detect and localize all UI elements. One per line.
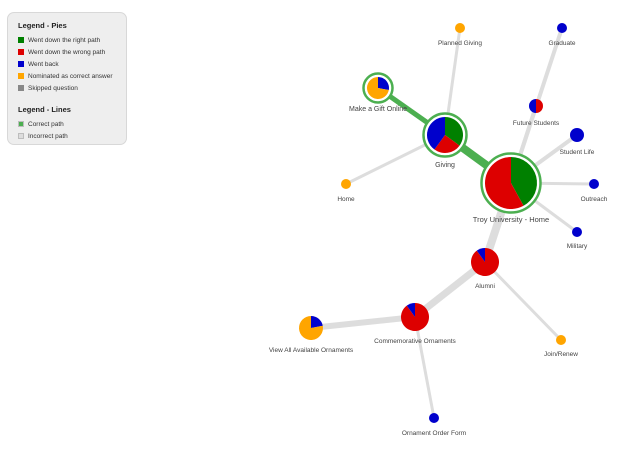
pie-slice-back: [570, 128, 584, 142]
legend-pies-title: Legend - Pies: [18, 21, 67, 30]
link-alumni-to-join: [483, 260, 563, 342]
node-label: Military: [567, 243, 588, 250]
pie-slice-back: [429, 413, 439, 423]
node-alumni[interactable]: Alumni: [471, 248, 500, 290]
node-label: Alumni: [475, 283, 495, 290]
legend-lines-title: Legend - Lines: [18, 105, 71, 114]
pie-slice-back: [589, 179, 599, 189]
link-alumni-to-ornaments: [412, 259, 488, 320]
swatch-nominated: [18, 73, 24, 79]
node-military[interactable]: Military: [567, 227, 588, 250]
pie-slice-right: [511, 157, 537, 206]
legend-item-went-back: Went back: [18, 58, 126, 70]
legend-item-incorrect-path: Incorrect path: [18, 130, 126, 142]
swatch-right-path: [18, 37, 24, 43]
node-label: Make a Gift Online: [349, 106, 407, 113]
legend-label: Went down the wrong path: [28, 48, 106, 56]
link-ornaments-to-viewall: [310, 314, 416, 331]
legend-label: Incorrect path: [28, 132, 68, 140]
pie-slice-back: [529, 99, 536, 113]
swatch-skipped: [18, 85, 24, 91]
node-label: Commemorative Ornaments: [374, 338, 456, 345]
nodes-layer: Troy University - Home Giving Make a Gift …: [269, 23, 608, 437]
node-label: Graduate: [548, 40, 575, 47]
swatch-wrong-path: [18, 49, 24, 55]
node-future[interactable]: Future Students: [513, 99, 560, 127]
pie-slice-nominated: [298, 316, 323, 340]
pie-slice-wrong: [536, 99, 543, 113]
node-giving[interactable]: Giving: [422, 112, 468, 170]
pie-slice-wrong: [484, 157, 524, 210]
pie-slice-back: [311, 316, 323, 328]
legend-item-correct-path: Correct path: [18, 118, 126, 130]
node-label: Troy University - Home: [473, 215, 549, 224]
node-student[interactable]: Student Life: [560, 128, 595, 156]
legend-item-nominated: Nominated as correct answer: [18, 70, 126, 82]
swatch-correct-line: [18, 121, 24, 127]
node-label: Giving: [435, 162, 455, 169]
pie-slice-nominated: [341, 179, 351, 189]
legend-label: Went back: [28, 60, 59, 68]
legend-panel: Legend - Pies Went down the right path W…: [7, 12, 127, 145]
node-label: View All Available Ornaments: [269, 347, 354, 354]
legend-label: Correct path: [28, 120, 64, 128]
links-layer: [310, 27, 595, 419]
node-join[interactable]: Join/Renew: [544, 335, 578, 358]
legend-item-right-path: Went down the right path: [18, 34, 126, 46]
pie-slice-wrong: [471, 248, 500, 277]
pie-slice-nominated: [455, 23, 465, 33]
node-label: Ornament Order Form: [402, 430, 466, 437]
node-label: Planned Giving: [438, 40, 482, 47]
pie-slice-back: [427, 117, 445, 150]
legend-line-items: Correct path Incorrect path: [18, 118, 126, 142]
legend-pie-items: Went down the right path Went down the w…: [18, 34, 126, 94]
node-viewall[interactable]: View All Available Ornaments: [269, 316, 354, 354]
node-label: Outreach: [581, 196, 608, 203]
legend-label: Skipped question: [28, 84, 78, 92]
pie-slice-back: [572, 227, 582, 237]
pie-slice-back: [476, 248, 485, 262]
node-ornaments[interactable]: Commemorative Ornaments: [374, 303, 457, 345]
legend-label: Nominated as correct answer: [28, 72, 113, 80]
pie-slice-wrong: [434, 135, 460, 154]
legend-item-skipped: Skipped question: [18, 82, 126, 94]
node-gift[interactable]: Make a Gift Online: [349, 72, 407, 114]
swatch-went-back: [18, 61, 24, 67]
pie-slice-right: [445, 117, 463, 146]
legend-item-wrong-path: Went down the wrong path: [18, 46, 126, 58]
pie-slice-back: [406, 303, 415, 317]
link-ornaments-to-orderform: [413, 316, 436, 419]
node-label: Student Life: [560, 149, 595, 156]
pie-slice-back: [557, 23, 567, 33]
pie-slice-nominated: [367, 77, 389, 100]
node-label: Future Students: [513, 120, 560, 127]
pie-slice-back: [378, 77, 389, 91]
node-outreach[interactable]: Outreach: [581, 179, 608, 203]
legend-label: Went down the right path: [28, 36, 101, 44]
node-orderform[interactable]: Ornament Order Form: [402, 413, 466, 437]
node-homelink[interactable]: Home: [337, 179, 355, 203]
swatch-incorrect-line: [18, 133, 24, 139]
node-home[interactable]: Troy University - Home: [473, 152, 549, 225]
node-graduate[interactable]: Graduate: [548, 23, 576, 47]
node-planned[interactable]: Planned Giving: [438, 23, 482, 47]
pie-slice-nominated: [556, 335, 566, 345]
node-label: Join/Renew: [544, 351, 578, 358]
node-label: Home: [337, 196, 355, 203]
